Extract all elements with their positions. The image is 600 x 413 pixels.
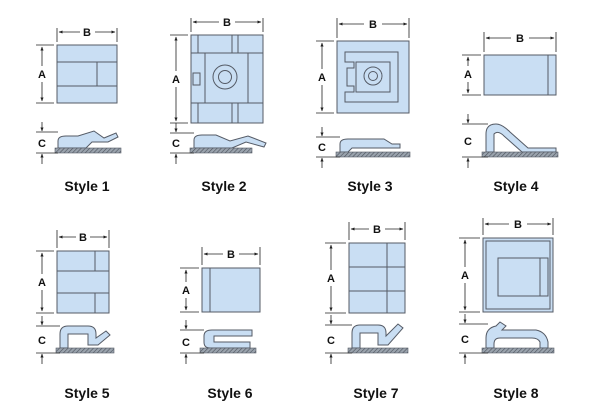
style-7-dim-b — [348, 222, 406, 240]
style-6-caption: Style 6 — [207, 385, 253, 401]
style-8-label-a: A — [461, 270, 469, 282]
style-4-dim-c — [462, 114, 488, 168]
style-4-dim-a — [462, 54, 481, 96]
style-3-dim-c — [316, 127, 340, 168]
style-6-dim-a — [180, 267, 199, 313]
style-7-label-c: C — [327, 335, 335, 347]
style-2-dim-b — [190, 18, 264, 32]
style-8-label-b: B — [514, 219, 522, 231]
style-1-top-view — [56, 44, 118, 104]
style-6-label-c: C — [182, 337, 190, 349]
style-5-label-a: A — [38, 277, 46, 289]
style-4-label-c: C — [464, 136, 472, 148]
style-8-dim-b — [482, 218, 554, 235]
style-4-caption: Style 4 — [493, 178, 539, 194]
style-6-label-a: A — [182, 285, 190, 297]
style-7-dim-c — [325, 315, 352, 364]
style-2-label-b: B — [223, 17, 231, 29]
style-7-drawing: B A C — [325, 222, 409, 364]
style-1-dim-c — [36, 122, 58, 164]
style-3-label-c: C — [318, 142, 326, 154]
style-2-dim-a — [170, 34, 188, 124]
style-4-label-a: A — [464, 69, 472, 81]
style-7-top-view — [348, 242, 406, 314]
style-4-dim-b — [483, 32, 557, 52]
style-3-dim-a — [316, 40, 334, 114]
style-3-dim-b — [336, 18, 410, 38]
style-6-dim-c — [180, 320, 204, 364]
style-4-side-view — [481, 123, 559, 158]
style-2-label-a: A — [172, 74, 180, 86]
style-2-drawing: B A C — [170, 17, 267, 164]
style-7-caption: Style 7 — [353, 385, 399, 401]
style-7-label-a: A — [327, 273, 335, 285]
style-8-dim-c — [459, 314, 488, 364]
style-5-label-c: C — [38, 335, 46, 347]
style-8-side-view — [481, 321, 555, 354]
style-6-drawing: B A C — [180, 247, 261, 364]
style-3-label-a: A — [318, 72, 326, 84]
style-5-drawing: B A C — [36, 230, 115, 364]
style-5-top-view — [56, 250, 110, 314]
style-5-dim-b — [56, 230, 110, 248]
style-3-caption: Style 3 — [347, 178, 393, 194]
style-4-label-b: B — [516, 33, 524, 45]
style-6-side-view — [199, 329, 257, 354]
style-2-label-c: C — [172, 138, 180, 150]
style-1-label-a: A — [38, 69, 46, 81]
style-2-dim-c — [170, 123, 194, 164]
style-5-dim-c — [36, 316, 60, 364]
style-1-caption: Style 1 — [64, 178, 110, 194]
style-1-dim-b — [56, 28, 118, 42]
style-2-top-view — [190, 34, 264, 124]
style-7-side-view — [347, 323, 409, 354]
style-8-top-view — [482, 237, 554, 313]
style-4-drawing: B A C — [462, 32, 559, 168]
style-8-label-c: C — [461, 334, 469, 346]
style-6-dim-b — [201, 247, 261, 265]
style-8-drawing: B A C — [459, 218, 555, 364]
style-7-dim-a — [325, 242, 346, 314]
style-5-label-b: B — [79, 232, 87, 244]
style-5-dim-a — [36, 250, 54, 314]
style-1-label-b: B — [83, 27, 91, 39]
style-8-dim-a — [459, 237, 480, 313]
style-3-top-view — [336, 40, 410, 114]
style-5-caption: Style 5 — [64, 385, 110, 401]
style-7-label-b: B — [373, 224, 381, 236]
style-1-drawing: B A C — [36, 27, 122, 164]
style-6-label-b: B — [227, 249, 235, 261]
style-2-caption: Style 2 — [201, 178, 247, 194]
style-3-side-view — [335, 138, 411, 158]
style-2-side-view — [189, 134, 267, 154]
style-1-dim-a — [36, 44, 54, 104]
style-6-top-view — [201, 267, 261, 313]
style-3-label-b: B — [369, 19, 377, 31]
style-4-top-view — [483, 54, 557, 96]
style-5-side-view — [55, 325, 115, 354]
style-1-side-view — [54, 130, 122, 154]
style-8-caption: Style 8 — [493, 385, 539, 401]
style-1-label-c: C — [38, 138, 46, 150]
style-3-drawing: B A C — [316, 18, 411, 168]
